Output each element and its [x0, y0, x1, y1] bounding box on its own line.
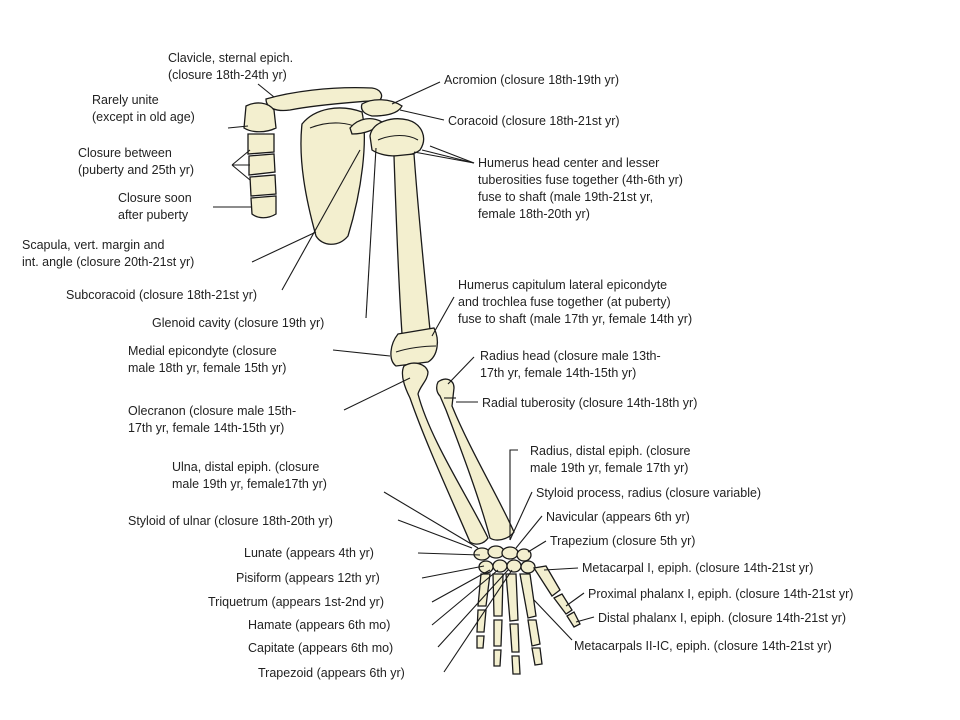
humerus-distal	[390, 327, 439, 367]
label-navicular: Navicular (appears 6th yr)	[546, 510, 690, 524]
leader-lines	[213, 81, 595, 673]
label-radial-tuberosity: Radial tuberosity (closure 14th-18th yr)	[482, 396, 697, 410]
label-radius-distal: Radius, distal epiph. (closure male 19th…	[530, 444, 694, 475]
label-humerus-head: Humerus head center and lesser tuberosit…	[478, 156, 686, 221]
label-styloid-ulnar: Styloid of ulnar (closure 18th-20th yr)	[128, 514, 333, 528]
label-closure-between: Closure between (puberty and 25th yr)	[78, 146, 194, 177]
labels: Clavicle, sternal epich. (closure 18th-2…	[22, 51, 853, 680]
label-closure-soon: Closure soon after puberty	[118, 191, 195, 222]
acromion-bone	[360, 99, 403, 117]
label-glenoid: Glenoid cavity (closure 19th yr)	[152, 316, 324, 330]
label-trapezoid: Trapezoid (appears 6th yr)	[258, 666, 405, 680]
label-radius-head: Radius head (closure male 13th- 17th yr,…	[480, 349, 664, 380]
humerus-head	[369, 118, 425, 157]
label-pisiform: Pisiform (appears 12th yr)	[236, 571, 380, 585]
label-olecranon: Olecranon (closure male 15th- 17th yr, f…	[128, 404, 300, 435]
label-triquetrum: Triquetrum (appears 1st-2nd yr)	[208, 595, 384, 609]
label-hamate: Hamate (appears 6th mo)	[248, 618, 390, 632]
label-lunate: Lunate (appears 4th yr)	[244, 546, 374, 560]
scapula-bone	[300, 107, 365, 245]
label-metacarpal-i: Metacarpal I, epiph. (closure 14th-21st …	[582, 561, 813, 575]
label-capitate: Capitate (appears 6th mo)	[248, 641, 393, 655]
label-coracoid: Coracoid (closure 18th-21st yr)	[448, 114, 620, 128]
ulna-bone	[401, 362, 489, 545]
label-styloid-radius: Styloid process, radius (closure variabl…	[536, 486, 761, 500]
label-metacarpals-ii: Metacarpals II-IC, epiph. (closure 14th-…	[574, 639, 832, 653]
humerus-shaft	[393, 153, 431, 335]
hand-bones	[476, 565, 581, 675]
sternum	[243, 102, 277, 219]
label-clavicle: Clavicle, sternal epich. (closure 18th-2…	[168, 51, 297, 82]
carpal-bones	[473, 545, 536, 574]
label-proximal-phalanx: Proximal phalanx I, epiph. (closure 14th…	[588, 587, 853, 601]
label-scapula: Scapula, vert. margin and int. angle (cl…	[22, 238, 194, 269]
label-subcoracoid: Subcoracoid (closure 18th-21st yr)	[66, 288, 257, 302]
label-ulna-distal: Ulna, distal epiph. (closure male 19th y…	[172, 460, 327, 491]
label-rarely-unite: Rarely unite (except in old age)	[92, 93, 195, 124]
label-distal-phalanx: Distal phalanx I, epiph. (closure 14th-2…	[598, 611, 846, 625]
bone-illustration	[243, 86, 581, 675]
label-trapezium: Trapezium (closure 5th yr)	[550, 534, 695, 548]
label-acromion: Acromion (closure 18th-19th yr)	[444, 73, 619, 87]
label-humerus-capitulum: Humerus capitulum lateral epicondyte and…	[458, 278, 692, 326]
label-medial-epicondyte: Medial epicondyte (closure male 18th yr,…	[128, 344, 286, 375]
radius-bone	[436, 378, 515, 541]
